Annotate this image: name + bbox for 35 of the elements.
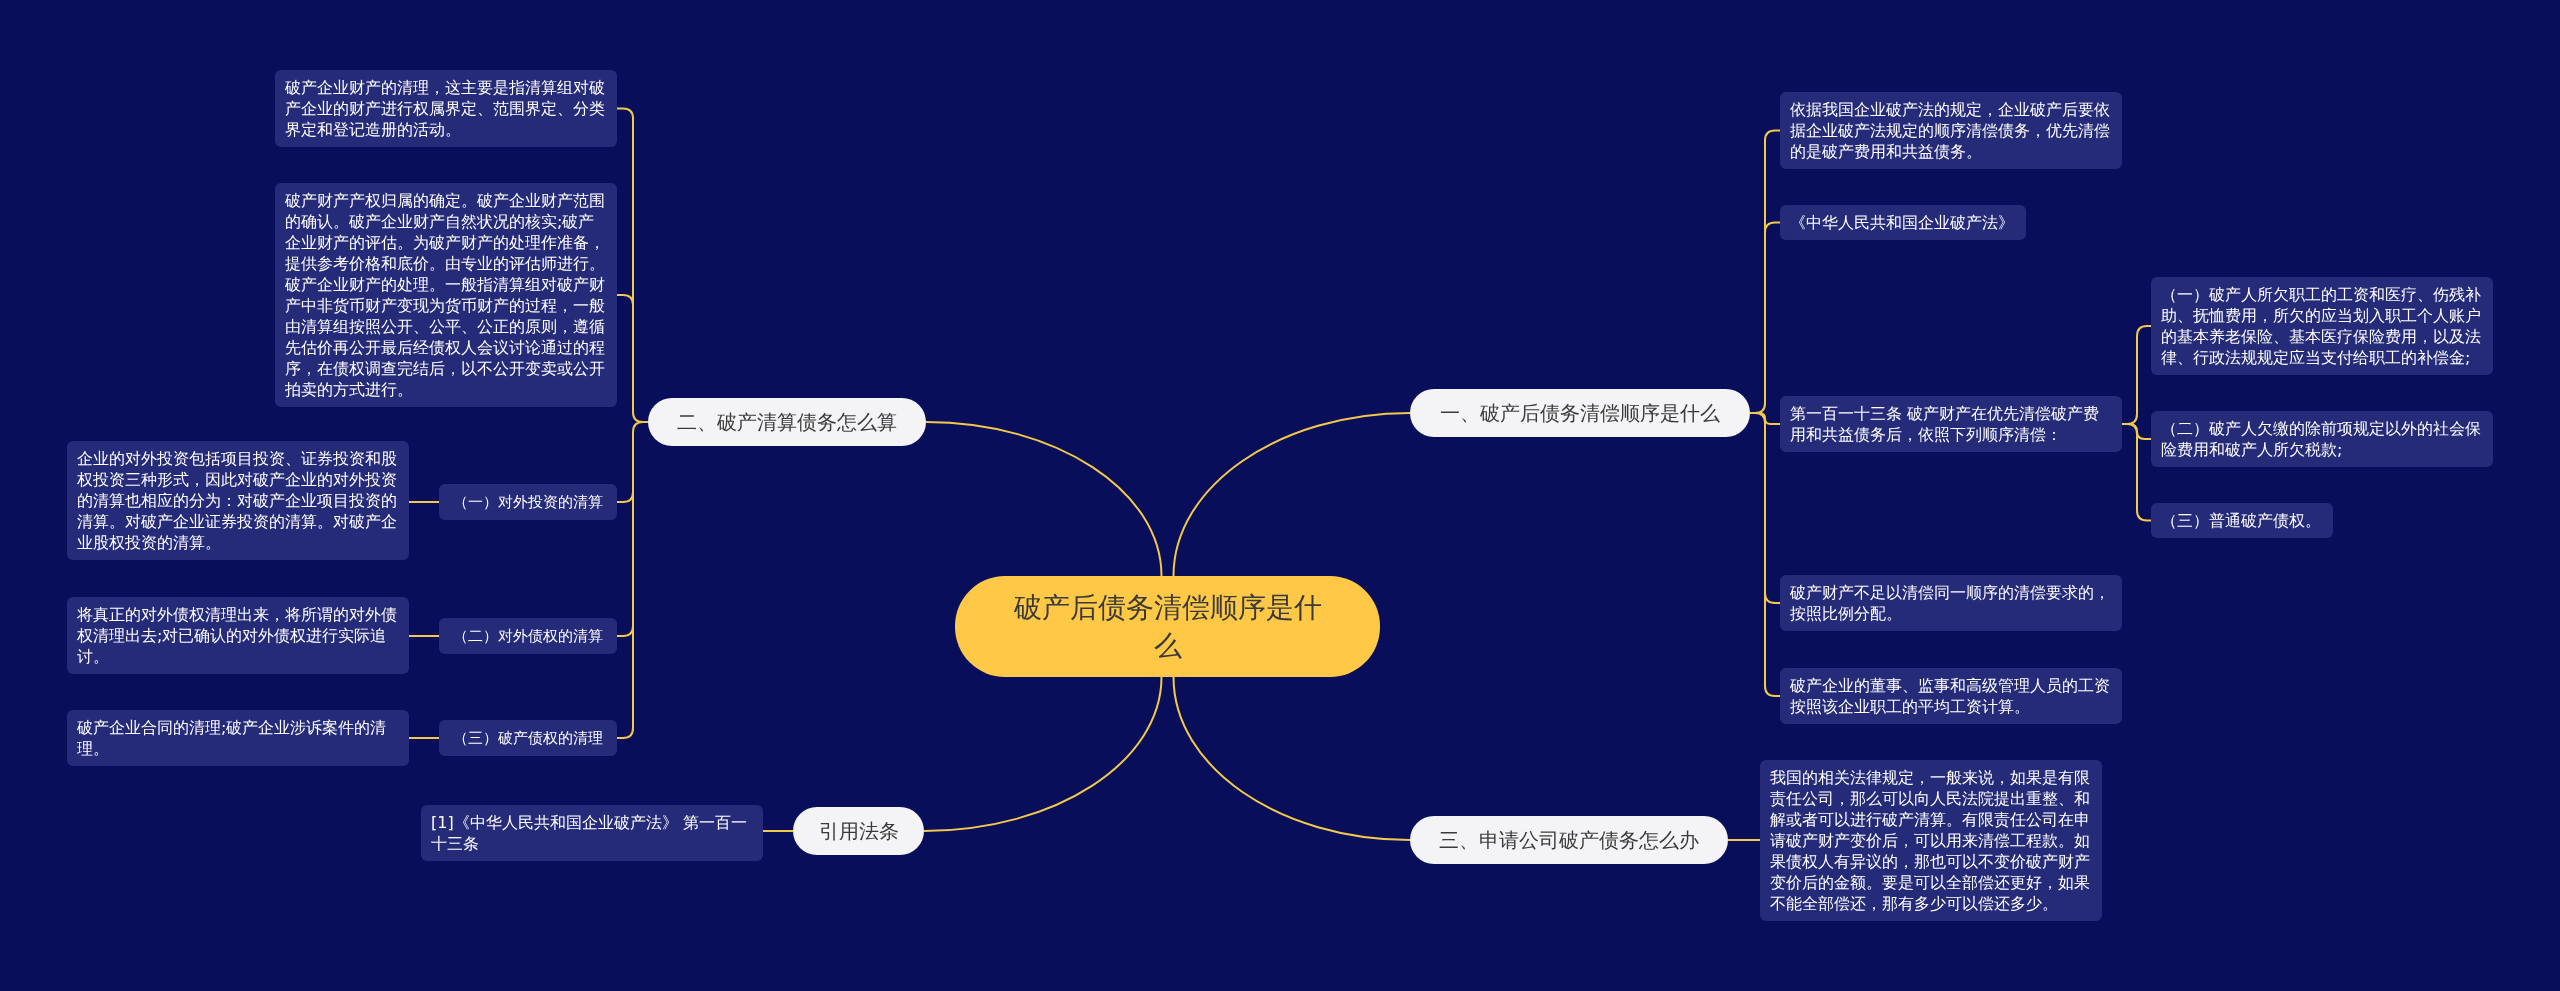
topic-pill: 一、破产后债务清偿顺序是什么 [1410, 389, 1750, 437]
connector-line [408, 501, 440, 503]
connector-line [616, 107, 649, 739]
note-card: 《中华人民共和国企业破产法》 [1780, 205, 2026, 240]
subtopic-card: （三）破产债权的清理 [439, 720, 617, 756]
note-card: 企业的对外投资包括项目投资、证券投资和股权投资三种形式，因此对破产企业的对外投资的清算也相应的分为：对破产企业项目投资的清算。对破产企业证券投资的清算。对破产企业股权投资的清算。 [67, 441, 409, 560]
connector-line [762, 830, 794, 832]
note-card: 依据我国企业破产法的规定，企业破产后要依据企业破产法规定的顺序清偿债务，优先清偿的是破产费用和共益债务。 [1780, 92, 2122, 169]
topic-pill: 三、申请公司破产债务怎么办 [1410, 816, 1728, 864]
note-card: （二）破产人欠缴的除前项规定以外的社会保险费用和破产人所欠税款; [2151, 411, 2493, 467]
connector-line [1172, 412, 1411, 577]
subtopic-card: （一）对外投资的清算 [439, 484, 617, 520]
connector-line [925, 421, 1163, 577]
note-card: 破产财产产权归属的确定。破产企业财产范围的确认。破产企业财产自然状况的核实;破产企业财产的评估。为破产财产的处理作准备，提供参考价格和底价。由专业的评估师进行。破产企业财产的处理。一般指清算组对破产财产中非货币财产变现为货币财产的过程，一般由清算组按照公开、公平、公正的原则，遵循先估价再公开最后经债权人会议讨论通过的程序，在债权调查完结后，以不公开变卖或公开拍卖的方式进行。 [275, 183, 617, 407]
connector-line [1727, 839, 1761, 841]
note-card: 破产企业财产的清理，这主要是指清算组对破产企业的财产进行权属界定、范围界定、分类界定和登记造册的活动。 [275, 70, 617, 147]
connector-line [1749, 129, 1781, 697]
note-card: 第一百一十三条 破产财产在优先清偿破产费用和共益债务后，依照下列顺序清偿： [1780, 396, 2122, 452]
note-card: 我国的相关法律规定，一般来说，如果是有限责任公司，那么可以向人民法院提出重整、和解或者可以进行破产清算。有限责任公司在申请破产财产变价后，可以用来清偿工程款。如果债权人有异议的，那也可以不变价破产财产变价后的金额。要是可以全部偿还更好，如果不能全部偿还，那有多少可以偿还多少。 [1760, 760, 2102, 921]
subtopic-card: （二）对外债权的清算 [439, 618, 617, 654]
central-topic: 破产后债务清偿顺序是什么 [955, 576, 1380, 677]
topic-pill: 引用法条 [793, 807, 924, 855]
note-card: （三）普通破产债权。 [2151, 503, 2333, 538]
note-card: 破产企业的董事、监事和高级管理人员的工资按照该企业职工的平均工资计算。 [1780, 668, 2122, 724]
connector-line [408, 635, 440, 637]
note-card: 将真正的对外债权清理出来，将所谓的对外债权清理出去;对已确认的对外债权进行实际追讨。 [67, 597, 409, 674]
note-card: 破产企业合同的清理;破产企业涉诉案件的清理。 [67, 710, 409, 766]
note-card: （一）破产人所欠职工的工资和医疗、伤残补助、抚恤费用，所欠的应当划入职工个人账户的基本养老保险、基本医疗保险费用，以及法律、行政法规规定应当支付给职工的补偿金; [2151, 277, 2493, 375]
connector-line [408, 737, 440, 739]
connector-line [923, 676, 1163, 832]
note-card: 破产财产不足以清偿同一顺序的清偿要求的，按照比例分配。 [1780, 575, 2122, 631]
topic-pill: 二、破产清算债务怎么算 [648, 398, 926, 446]
connector-line [2121, 325, 2152, 522]
connector-line [1172, 676, 1411, 841]
note-card: [1]《中华人民共和国企业破产法》 第一百一十三条 [421, 805, 763, 861]
